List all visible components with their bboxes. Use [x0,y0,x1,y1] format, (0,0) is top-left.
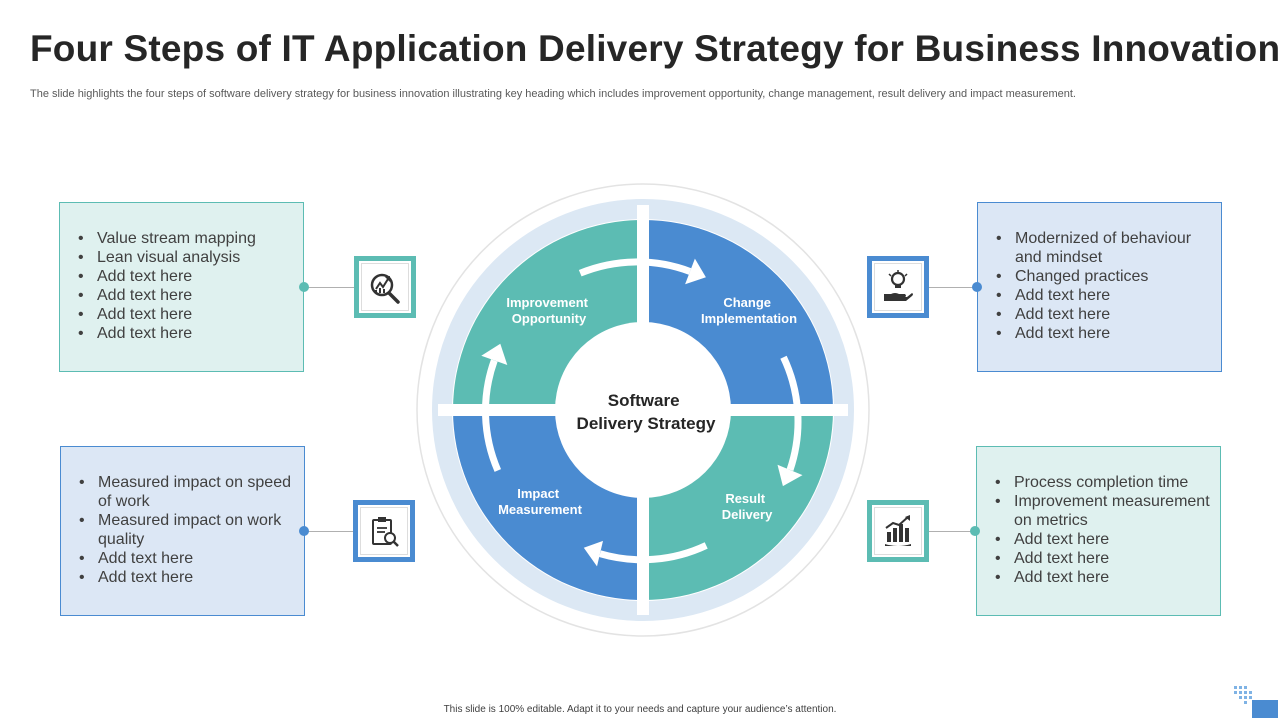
list-item: Value stream mapping [78,229,293,248]
list-item: Add text here [996,305,1211,324]
arrow-head-right [777,464,803,487]
box-top-right: Modernized of behaviour and mindset Chan… [977,202,1222,372]
list-item: Add text here [995,549,1210,568]
brand-logo-mark [1234,686,1278,718]
list-item: Modernized of behaviour and mindset [996,229,1211,267]
bullet-list-bottom-right: Process completion time Improvement meas… [977,473,1210,587]
connector-dot-bottom-left [299,526,309,536]
list-item: Add text here [995,530,1210,549]
list-item: Process completion time [995,473,1210,492]
list-item: Add text here [996,286,1211,305]
list-item: Add text here [79,549,294,568]
list-item: Add text here [995,568,1210,587]
arrow-head-left [481,343,508,365]
connector-top-left [304,287,354,288]
list-item: Measured impact on speed of work [79,473,294,511]
list-item: Add text here [78,267,293,286]
center-circle [555,322,731,498]
segment-label-impact-measurement: Impact Measurement [498,486,582,517]
box-top-left: Value stream mapping Lean visual analysi… [59,202,304,372]
center-label: Software Delivery Strategy [577,391,716,433]
page-subtitle: The slide highlights the four steps of s… [30,88,1076,100]
connector-bottom-left [305,531,354,532]
list-item: Add text here [996,324,1211,343]
icon-box-bottom-right [867,500,929,562]
segment-label-improvement-opportunity: Improvement Opportunity [506,295,591,326]
icon-box-top-right [867,256,929,318]
connector-top-right [929,287,977,288]
outer-ring-outline [416,183,870,637]
list-item: Improvement measurement on metrics [995,492,1210,530]
list-item: Measured impact on work quality [79,511,294,549]
list-item: Changed practices [996,267,1211,286]
box-bottom-right: Process completion time Improvement meas… [976,446,1221,616]
list-item: Add text here [78,324,293,343]
icon-box-bottom-left [353,500,415,562]
connector-dot-top-left [299,282,309,292]
segment-label-result-delivery: Result Delivery [722,491,773,522]
segment-label-change-implementation: Change Implementation [701,295,797,326]
report-search-icon [372,517,399,547]
connector-dot-top-right [972,282,982,292]
connector-dot-bottom-right [970,526,980,536]
lightbulb-hand-icon [884,270,913,301]
cycle-arrows [482,258,802,564]
list-item: Lean visual analysis [78,248,293,267]
bullet-list-top-left: Value stream mapping Lean visual analysi… [60,229,293,343]
connector-bottom-right [929,531,976,532]
box-bottom-left: Measured impact on speed of work Measure… [60,446,305,616]
bullet-list-bottom-left: Measured impact on speed of work Measure… [61,473,294,587]
page-title: Four Steps of IT Application Delivery St… [30,28,1280,69]
arrow-head-bottom [583,540,603,567]
list-item: Add text here [79,568,294,587]
bullet-list-top-right: Modernized of behaviour and mindset Chan… [978,229,1211,343]
magnifier-chart-icon [370,273,400,304]
arrow-head-top [685,258,706,285]
list-item: Add text here [78,305,293,324]
growth-chart-gear-icon [885,515,911,546]
footer-note: This slide is 100% editable. Adapt it to… [443,704,837,715]
icon-box-top-left [354,256,416,318]
list-item: Add text here [78,286,293,305]
